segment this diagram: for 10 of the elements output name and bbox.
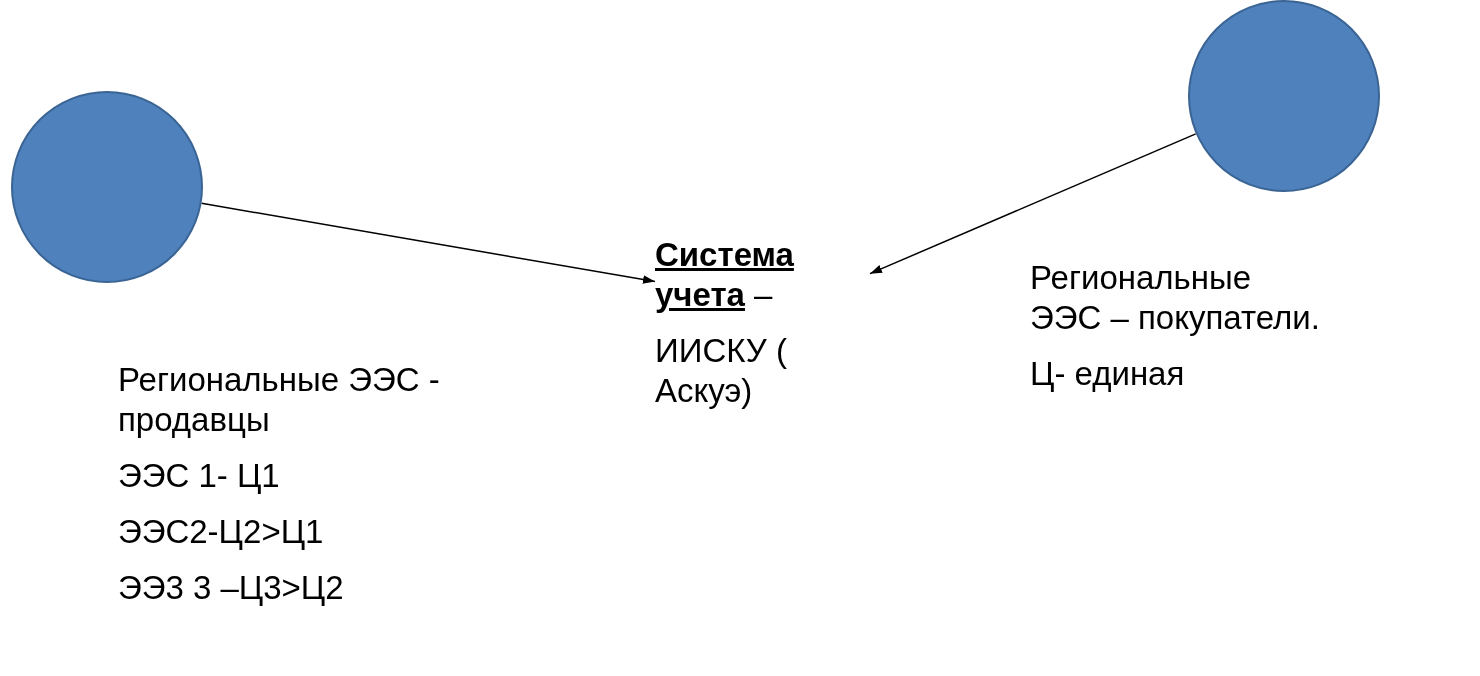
arrow — [869, 133, 1197, 275]
node-caption: ЭЭС2-Ц2>Ц1 — [118, 512, 325, 552]
node-caption: ЭЭС 1- Ц1 — [118, 456, 281, 496]
body-text: ИИСКУ ( Аскуэ) — [655, 331, 788, 411]
arrow — [200, 202, 656, 284]
node-caption: ЭЭ3 3 –Ц3>Ц2 — [118, 568, 345, 608]
heading-text: Система учета – — [655, 235, 795, 315]
node-caption: Ц- единая — [1030, 354, 1186, 394]
node-caption: Региональные ЭЭС – покупатели. — [1030, 258, 1321, 338]
node-caption: Региональные ЭЭС - продавцы — [118, 360, 441, 440]
